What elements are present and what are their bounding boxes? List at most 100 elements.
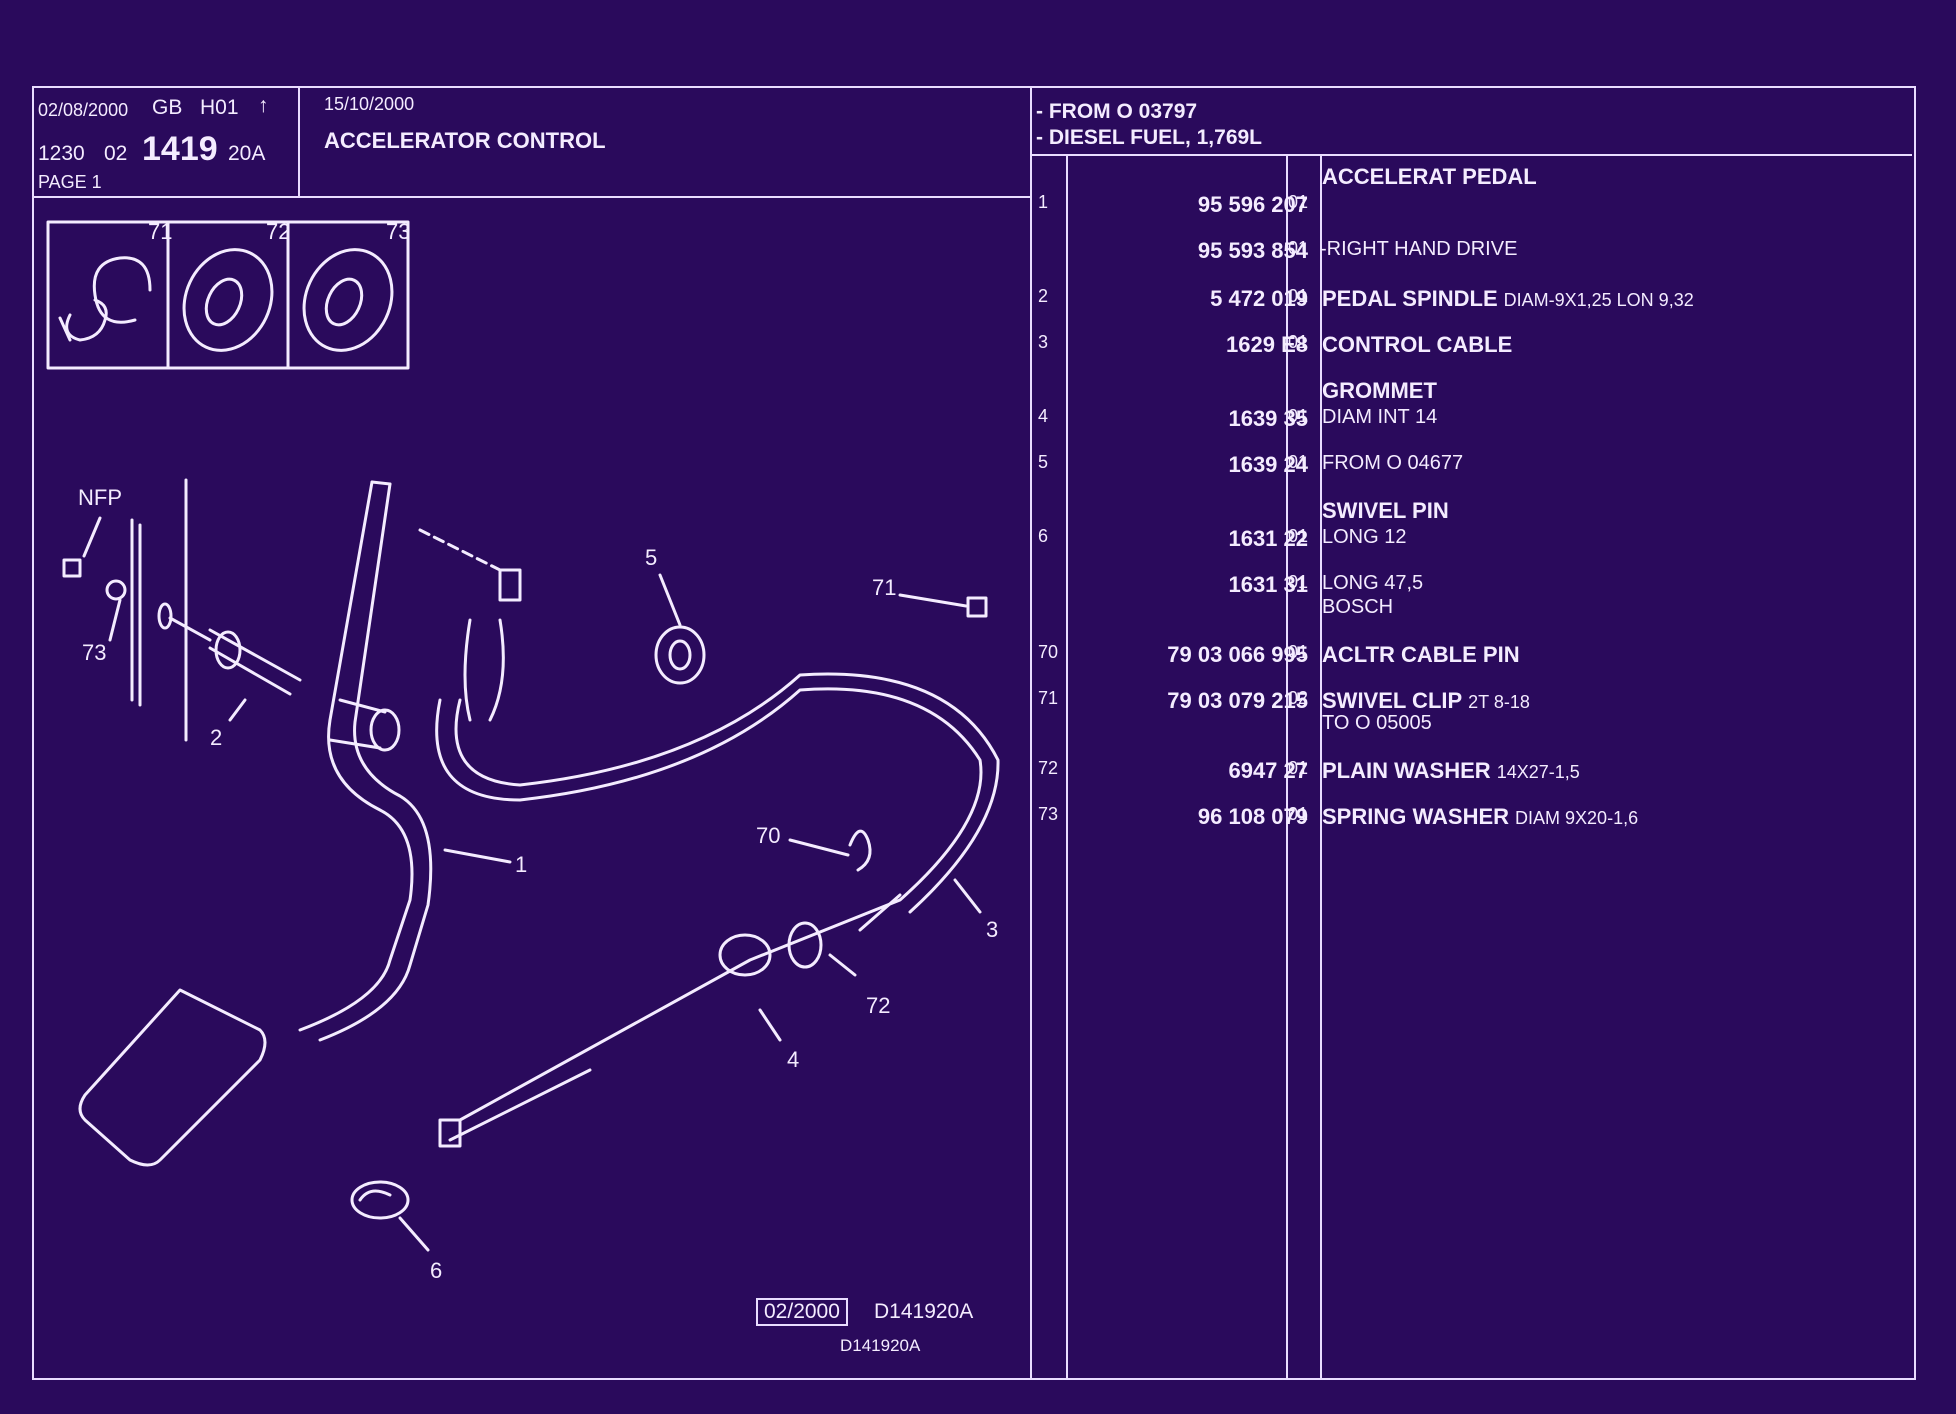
title-date: 15/10/2000	[324, 94, 415, 114]
part-name: CONTROL CABLE	[1322, 332, 1513, 357]
table-row: 5 1639 24 01 FROM O 04677	[1030, 452, 1900, 492]
part-name: PEDAL SPINDLE	[1322, 286, 1498, 311]
callout-3: 3	[986, 917, 998, 942]
row-index: 1	[1038, 192, 1049, 212]
part-note: TO O 05005	[1322, 712, 1432, 734]
part-number: 1639 35	[1228, 406, 1308, 431]
part-name: PLAIN WASHER	[1322, 758, 1491, 783]
conditions-divider	[1030, 154, 1912, 156]
column-line-idx	[1066, 156, 1068, 1378]
part-note: FROM O 04677	[1322, 452, 1464, 474]
table-row: 4 1639 35 01 DIAM INT 14	[1030, 406, 1900, 446]
callout-70: 70	[756, 823, 780, 848]
part-note: LONG 12	[1322, 526, 1407, 548]
header-date: 02/08/2000	[38, 100, 129, 120]
callout-leader	[828, 953, 857, 977]
part-name: ACLTR CABLE PIN	[1322, 642, 1520, 667]
row-index: 71	[1038, 688, 1059, 708]
swivel-clip-marker	[966, 596, 988, 618]
part-spec: DIAM-9X1,25 LON 9,32	[1503, 290, 1694, 310]
callout-leader	[398, 1216, 430, 1252]
control-cable-icon	[435, 568, 1000, 1148]
callout-leader	[788, 838, 850, 857]
row-index: 4	[1038, 406, 1049, 426]
callout-leader	[658, 573, 682, 627]
quantity: 01	[1288, 452, 1309, 472]
parts-heading: ACCELERAT PEDAL	[1322, 164, 1537, 189]
part-number: 1631 31	[1228, 572, 1308, 597]
pedal-spindle-icon	[157, 602, 401, 752]
header-ref-suffix: 20A	[228, 142, 266, 165]
table-row: 3 1629 E8 01 CONTROL CABLE	[1030, 332, 1900, 372]
part-number: 79 03 066 995	[1167, 642, 1308, 667]
drawing-sheet	[32, 86, 1916, 1380]
quantity: 01	[1288, 332, 1309, 352]
inset-frame	[46, 220, 410, 370]
callout-leader	[953, 878, 982, 914]
drawing-code-small: D141920A	[840, 1336, 921, 1355]
part-note: -RIGHT HAND DRIVE	[1320, 238, 1518, 260]
header-cell-divider	[298, 86, 300, 198]
callout-leader	[82, 516, 102, 558]
header-ref-number: 1419	[142, 130, 218, 168]
nfp-part-icon	[62, 558, 82, 578]
part-number: 5 472 019	[1210, 286, 1308, 311]
callout-6: 6	[430, 1258, 442, 1283]
quantity: 01	[1288, 238, 1309, 258]
part-name: SPRING WASHER	[1322, 804, 1510, 829]
part-number: 96 108 079	[1197, 804, 1308, 829]
up-arrow-icon: ↑	[258, 94, 269, 117]
quantity: 01	[1288, 406, 1309, 426]
table-row: 70 79 03 066 995 01 ACLTR CABLE PIN	[1030, 642, 1900, 682]
condition-fuel: - DIESEL FUEL, 1,769L	[1036, 126, 1263, 149]
callout-71: 71	[872, 575, 896, 600]
table-row: 6 1631 22 01 LONG 12	[1030, 526, 1900, 566]
part-number: 79 03 079 215	[1167, 688, 1308, 713]
callout-leader	[758, 1008, 782, 1042]
quantity: 01	[1288, 642, 1309, 662]
part-number: 1629 E8	[1226, 332, 1308, 357]
part-number: 95 593 854	[1197, 238, 1308, 263]
inset-label: 72	[266, 219, 290, 244]
callout-1: 1	[515, 852, 527, 877]
callout-leader	[228, 698, 247, 722]
quantity: 01	[1288, 286, 1309, 306]
quantity: 01	[1288, 572, 1309, 592]
quantity: 01	[1288, 804, 1309, 824]
row-index: 6	[1038, 526, 1049, 546]
part-spec: 2T 8-18	[1468, 692, 1530, 712]
cable-pin-icon	[848, 829, 872, 872]
callout-73: 73	[82, 640, 106, 665]
header-code: H01	[200, 96, 239, 119]
part-note: DIAM INT 14	[1322, 406, 1438, 428]
swivel-clip-icon	[58, 256, 152, 342]
part-note: LONG 47,5	[1322, 572, 1424, 594]
row-index: 70	[1038, 642, 1059, 662]
callout-nfp: NFP	[78, 485, 122, 510]
callout-4: 4	[787, 1047, 799, 1072]
part-number: 6947 27	[1228, 758, 1308, 783]
quantity: 01	[1288, 758, 1309, 778]
panel-divider	[1030, 86, 1032, 1378]
revision-box: 02/2000	[756, 1298, 848, 1326]
swivel-pin-icon	[350, 1180, 410, 1220]
page-title: ACCELERATOR CONTROL	[324, 128, 606, 153]
spring-washer-dot-icon	[105, 579, 127, 601]
row-index: 5	[1038, 452, 1049, 472]
row-index: 72	[1038, 758, 1059, 778]
table-row: 95 593 854 01 -RIGHT HAND DRIVE	[1030, 238, 1900, 278]
part-spec: DIAM 9X20-1,6	[1515, 808, 1639, 828]
part-number: 1639 24	[1228, 452, 1308, 477]
inset-label: 73	[386, 219, 410, 244]
page-number: PAGE 1	[38, 172, 102, 192]
quantity: 02	[1288, 688, 1309, 708]
column-line-qty	[1320, 156, 1322, 1378]
